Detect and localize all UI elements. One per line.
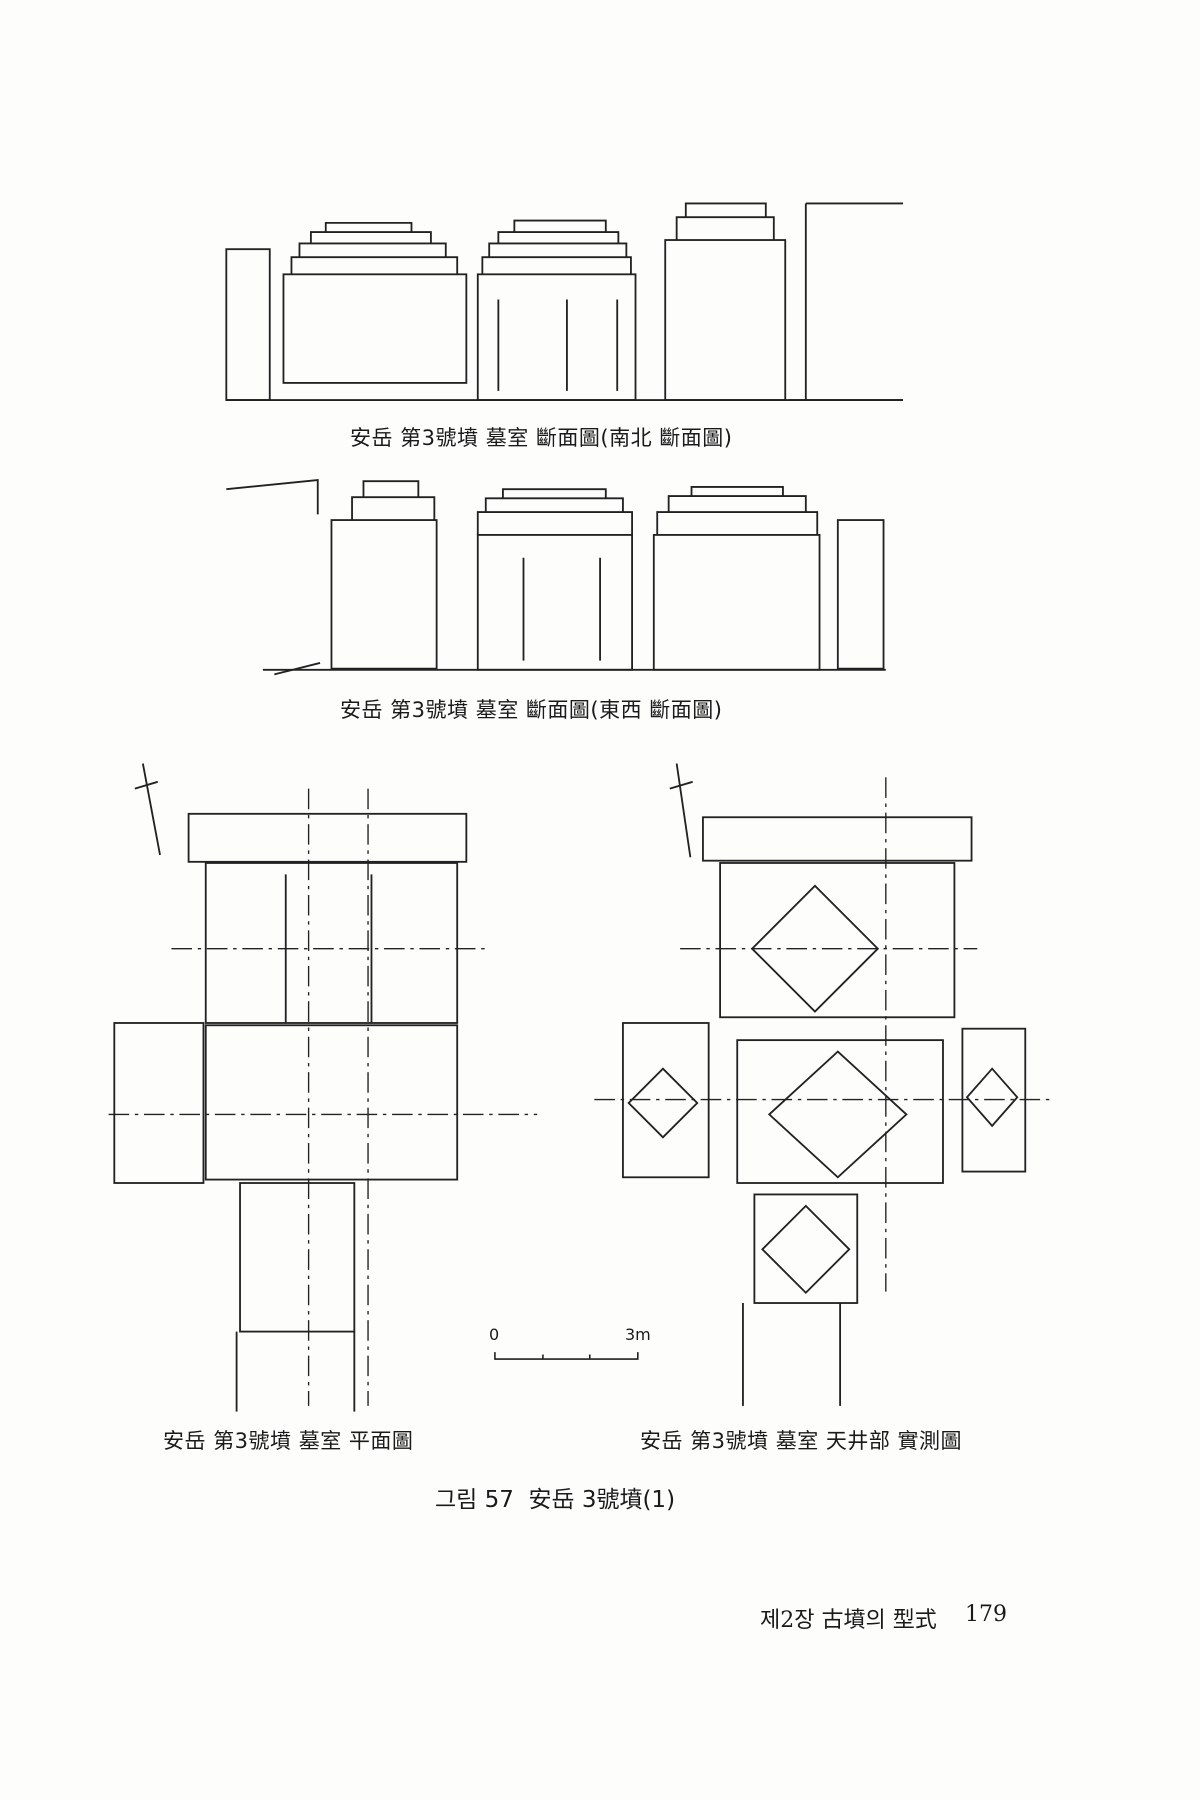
chapter-title: 제2장 古墳의 型式 xyxy=(760,1608,937,1633)
scale-bar xyxy=(494,1352,639,1360)
caption-section-north-south: 安岳 第3號墳 墓室 斷面圖(南北 斷面圖) xyxy=(350,426,733,450)
caption-section-east-west: 安岳 第3號墳 墓室 斷面圖(東西 斷面圖) xyxy=(340,698,723,722)
scale-bar-start-label: 0 xyxy=(489,1325,500,1344)
section-east-west-drawing xyxy=(226,479,886,676)
scale-bar-end-label: 3m xyxy=(625,1325,651,1344)
figure-title: 그림 57 安岳 3號墳(1) xyxy=(435,1487,676,1513)
caption-ceiling: 安岳 第3號墳 墓室 天井部 實測圖 xyxy=(640,1429,963,1453)
floor-plan-drawing xyxy=(108,763,538,1412)
caption-plan: 安岳 第3號墳 墓室 平面圖 xyxy=(163,1429,414,1453)
section-north-south-drawing xyxy=(225,202,903,401)
page-number: 179 xyxy=(965,1602,1007,1627)
ceiling-drawing xyxy=(594,763,1052,1406)
